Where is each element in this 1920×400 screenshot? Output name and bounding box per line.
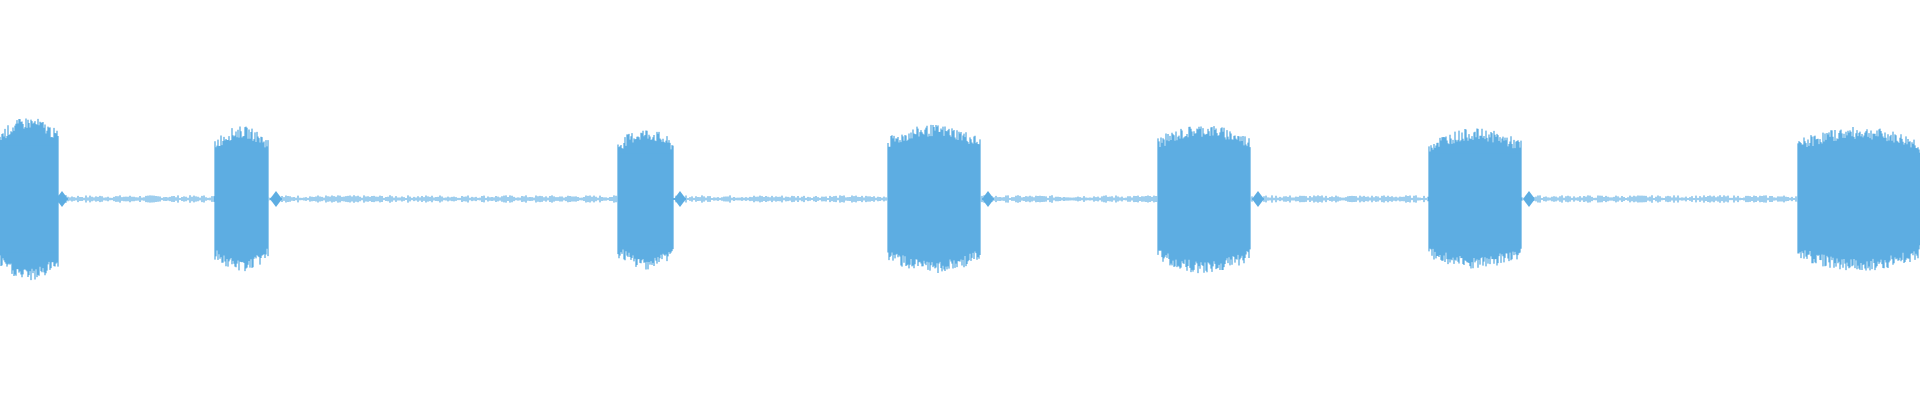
waveform-burst-core <box>1429 153 1521 245</box>
waveform-tail-blip <box>1523 191 1535 207</box>
waveform-trace <box>0 118 1920 281</box>
waveform-tail-blip <box>56 191 68 207</box>
waveform-burst-core <box>1158 151 1250 247</box>
waveform-burst-core <box>1798 152 1920 246</box>
waveform-tail-blip <box>1252 191 1264 207</box>
waveform-tail-blip <box>270 191 282 207</box>
waveform-burst-core <box>888 151 980 247</box>
waveform-tail-blip <box>674 191 686 207</box>
waveform-tail-blip <box>982 191 994 207</box>
waveform-burst-core <box>215 152 268 246</box>
waveform-burst-core <box>618 153 673 245</box>
waveform-burst-core <box>0 145 58 253</box>
